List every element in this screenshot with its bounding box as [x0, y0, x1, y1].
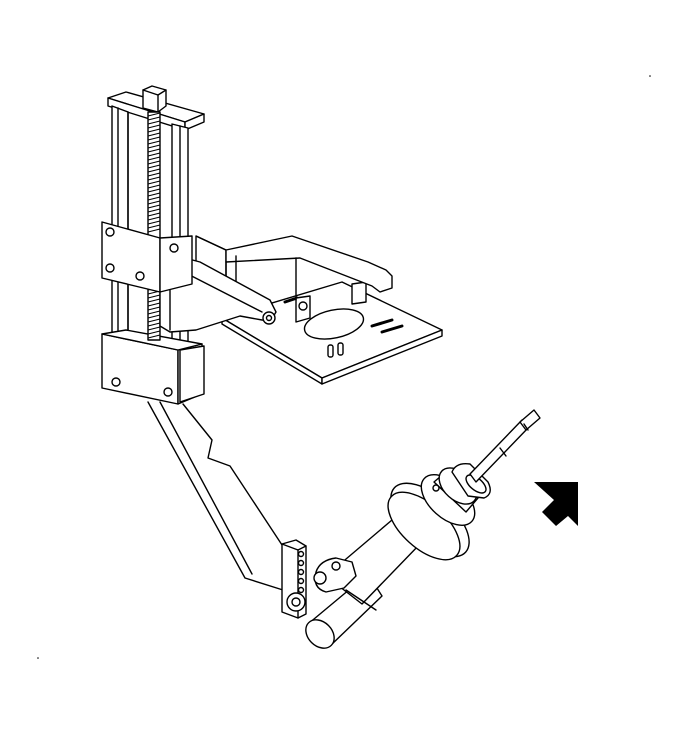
carriage-bracket [101, 221, 393, 403]
lead-screw [147, 111, 161, 341]
strut-clamp [281, 539, 307, 619]
lower-support-arm [147, 401, 285, 591]
upper-mount-plate [221, 274, 443, 385]
strut-assembly [305, 409, 541, 649]
direction-arrow [534, 482, 578, 526]
